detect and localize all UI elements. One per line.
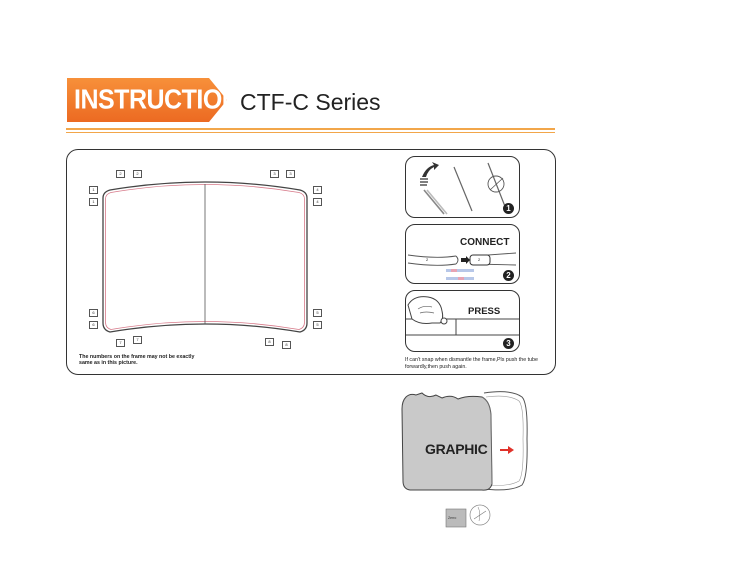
frame-diagram [102, 181, 308, 333]
connect-tube-illustration [407, 252, 517, 280]
connect-label: CONNECT [460, 237, 510, 248]
frame-label: 6 [89, 309, 98, 317]
step-1-box: 1 [405, 156, 520, 218]
frame-label: 5 [313, 321, 322, 329]
series-title: CTF-C Series [240, 89, 381, 115]
step-number-badge: 2 [503, 270, 514, 281]
step-2-box: CONNECT 2 2 2 [405, 224, 520, 284]
tube-number: 2 [478, 257, 481, 262]
instruction-label: INSTRUCTION [74, 84, 240, 116]
graphic-installation-illustration [401, 391, 528, 491]
frame-label: 1 [89, 198, 98, 206]
frame-label: 2 [133, 170, 142, 178]
frame-label: 3 [270, 170, 279, 178]
press-tube-illustration [406, 296, 519, 336]
frame-label: 7 [116, 339, 125, 347]
frame-label: 5 [313, 309, 322, 317]
mini-icon-label: Zerro [448, 516, 457, 520]
frame-label: 6 [89, 321, 98, 329]
graphic-pocket-icon [445, 504, 491, 528]
unfold-tube-illustration [420, 162, 507, 215]
frame-label: 8 [282, 341, 291, 349]
frame-label: 2 [116, 170, 125, 178]
instruction-panel [66, 149, 556, 375]
step-number-badge: 3 [503, 338, 514, 349]
frame-label: 1 [89, 186, 98, 194]
frame-label: 8 [265, 338, 274, 346]
frame-label: 7 [133, 336, 142, 344]
instruction-badge [67, 78, 227, 122]
frame-note: The numbers on the frame may not be exac… [79, 354, 195, 366]
press-label: PRESS [468, 306, 501, 317]
dismantle-hint: If can't snap when dismantle the frame,P… [405, 357, 538, 370]
frame-label: 4 [313, 198, 322, 206]
tube-number: 2 [426, 257, 429, 262]
step-3-box: PRESS 3 [405, 290, 520, 352]
header-rule [66, 128, 555, 130]
frame-label: 3 [286, 170, 295, 178]
step-number-badge: 1 [503, 203, 514, 214]
frame-label: 4 [313, 186, 322, 194]
graphic-label: GRAPHIC [425, 441, 488, 457]
header-rule-thin [66, 132, 555, 133]
